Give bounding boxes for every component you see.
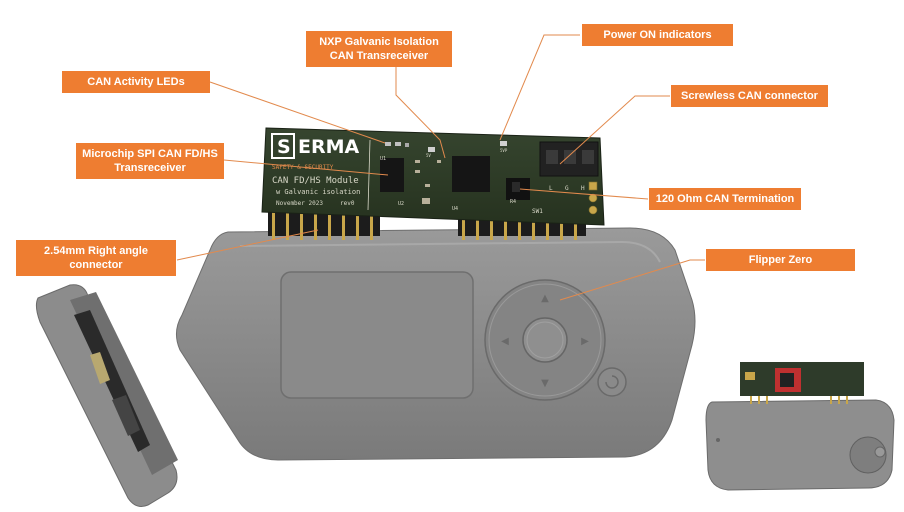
back-button [597,367,627,397]
pin-h-label: H [581,185,585,192]
logo-s: S [277,136,291,158]
d-pad: ▲ ▼ ◀ ▶ [484,279,606,401]
can-activity-leds [385,142,409,147]
led-5vp-label: 5VP [500,148,508,153]
callout-nxp-isolation: NXP Galvanic Isolation CAN Transreceiver [306,31,452,67]
flipper-side-view [35,284,178,507]
r4-label: R4 [510,199,516,205]
callout-can-activity-leds: CAN Activity LEDs [62,71,210,93]
sw1-label: SW1 [532,208,543,215]
test-pads [588,181,598,215]
screen-window [280,271,474,399]
date-label: November 2023 [276,200,323,207]
svg-text:▲: ▲ [541,293,549,304]
module-title: CAN FD/HS Module [272,176,359,186]
module-subtitle: w Galvanic isolation [276,188,360,196]
svg-text:▶: ▶ [581,336,589,347]
callout-screwless-can-connector: Screwless CAN connector [671,85,828,107]
flipper-zero-device: ▲ ▼ ◀ ▶ [176,227,696,461]
u4-label: U4 [452,206,458,212]
callout-power-on-indicators: Power ON indicators [582,24,733,46]
callout-flipper-zero: Flipper Zero [706,249,855,271]
can-module-pcb: S ERMA SAFETY & SECURITY CAN FD/HS Modul… [261,127,605,226]
logo-text: ERMA [298,136,360,158]
callout-right-angle-connector: 2.54mm Right angle connector [16,240,176,276]
flipper-back-view [705,362,895,491]
pin-g-label: G [565,185,569,192]
svg-text:▼: ▼ [541,378,549,389]
nxp-isolated-transceiver [452,156,490,192]
callout-can-termination: 120 Ohm CAN Termination [649,188,801,210]
u2-label: U2 [398,201,404,207]
led-5v-label: 5V [426,153,431,158]
leader-lines [176,34,705,301]
svg-text:◀: ◀ [501,336,509,347]
power-on-leds: 5V 5VP [426,141,508,158]
serma-logo-box [271,133,295,159]
callout-microchip-transreceiver: Microchip SPI CAN FD/HS Transreceiver [76,143,224,179]
rev-label: rev0 [340,200,355,207]
u1-label: U1 [380,156,386,162]
pin-l-label: L [549,185,553,192]
